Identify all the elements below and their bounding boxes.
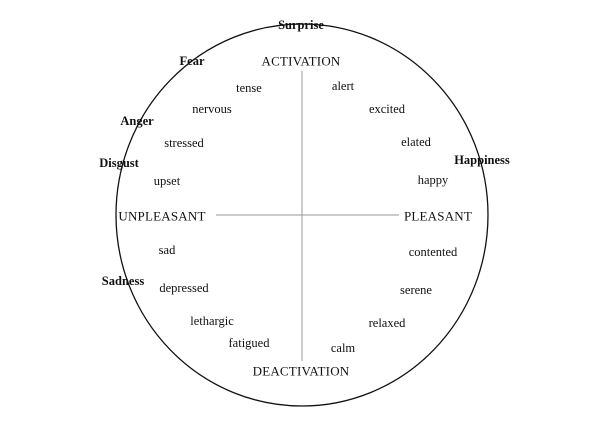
affect-serene: serene xyxy=(400,282,432,297)
axis-label-pleasant: PLEASANT xyxy=(403,208,473,224)
affect-depressed: depressed xyxy=(159,280,209,295)
emotion-fear: Fear xyxy=(179,53,205,68)
affect-nervous: nervous xyxy=(192,101,232,116)
axis-label-unpleasant: UNPLEASANT xyxy=(118,208,206,224)
axis-label-activation: ACTIVATION xyxy=(261,53,341,69)
outer-circle xyxy=(115,23,489,407)
affect-elated: elated xyxy=(401,134,431,149)
affect-calm: calm xyxy=(330,340,356,355)
emotion-anger: Anger xyxy=(120,113,154,128)
emotion-happiness: Happiness xyxy=(454,152,510,167)
affect-contented: contented xyxy=(408,244,458,259)
affect-tense: tense xyxy=(236,80,262,95)
affect-happy: happy xyxy=(417,172,449,187)
affect-sad: sad xyxy=(158,242,176,257)
affect-fatigued: fatigued xyxy=(228,335,270,350)
emotion-surprise: Surprise xyxy=(278,17,324,32)
affect-excited: excited xyxy=(368,101,406,116)
affect-relaxed: relaxed xyxy=(368,315,406,330)
emotion-disgust: Disgust xyxy=(99,155,139,170)
emotion-sadness: Sadness xyxy=(101,273,145,288)
affect-stressed: stressed xyxy=(164,135,204,150)
affect-lethargic: lethargic xyxy=(190,313,234,328)
axis-label-deactivation: DEACTIVATION xyxy=(252,363,350,379)
affect-alert: alert xyxy=(331,78,355,93)
affect-upset: upset xyxy=(153,173,181,188)
